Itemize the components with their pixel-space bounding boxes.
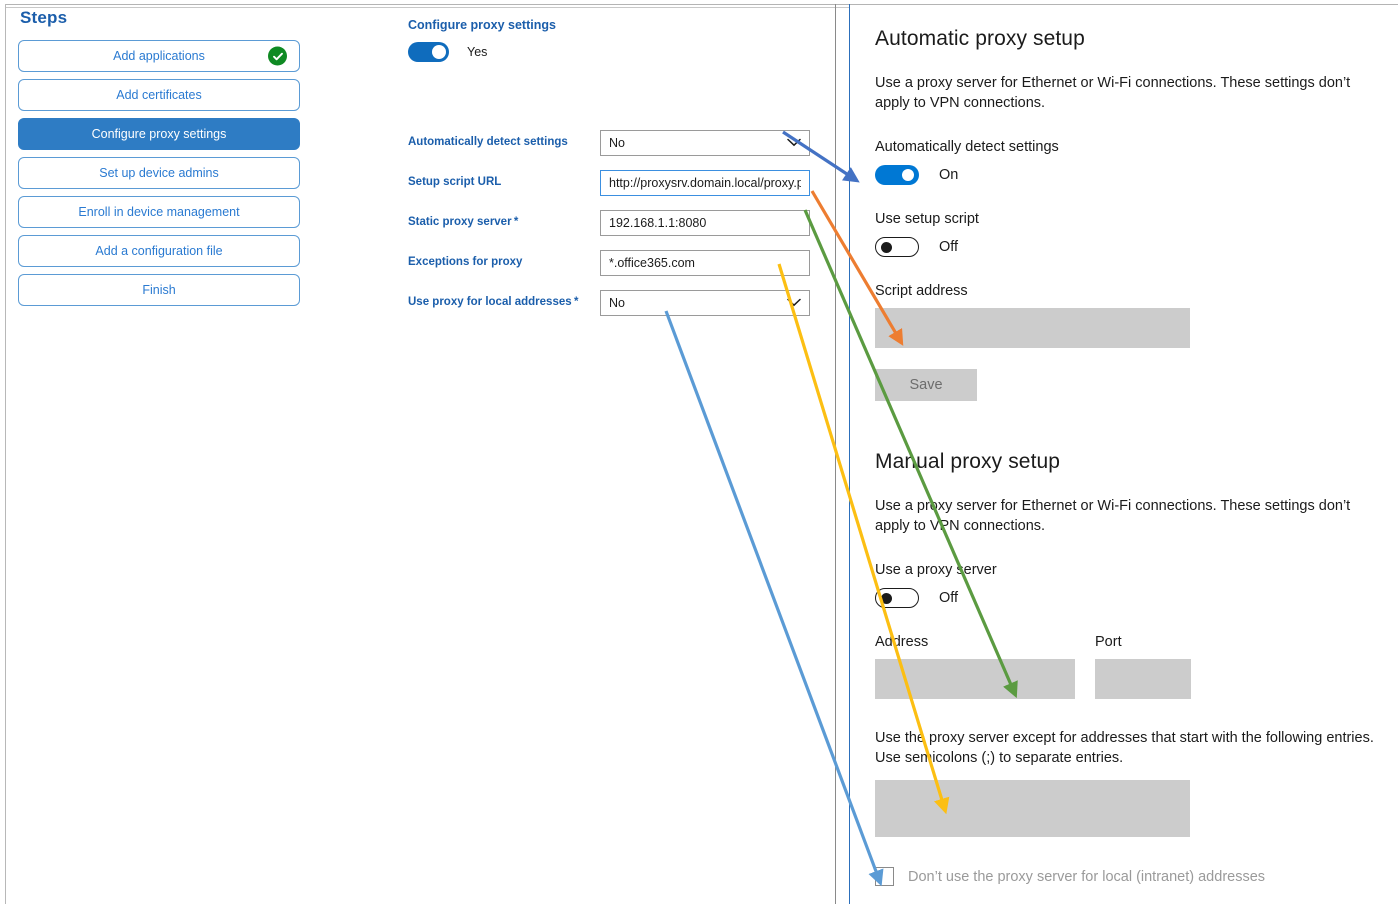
- configure-proxy-toggle[interactable]: [408, 42, 449, 62]
- step-label: Enroll in device management: [78, 205, 240, 219]
- toggle-knob: [881, 593, 892, 604]
- use-a-proxy-server-state: Off: [939, 590, 959, 606]
- windows-settings-content: Automatic proxy setup Use a proxy server…: [875, 5, 1375, 886]
- window-left-divider: [5, 4, 6, 904]
- automatically-detect-settings-state: On: [939, 167, 959, 183]
- step-add-applications[interactable]: Add applications: [18, 40, 300, 72]
- field-label: Use proxy for local addresses *: [408, 296, 600, 310]
- step-enroll-in-device-management[interactable]: Enroll in device management: [18, 196, 300, 228]
- step-label: Configure proxy settings: [91, 127, 227, 141]
- save-button-label: Save: [909, 377, 943, 393]
- field-label-text: Use proxy for local addresses: [408, 296, 572, 309]
- step-label: Set up device admins: [99, 166, 219, 180]
- window-top-divider-secondary: [5, 7, 1398, 8]
- bypass-local-addresses-row[interactable]: Don’t use the proxy server for local (in…: [875, 867, 1375, 886]
- use-proxy-for-local-addresses-select[interactable]: No: [600, 290, 810, 316]
- steps-panel: Steps Add applications Add certificates …: [18, 8, 318, 313]
- input-value: http://proxysrv.domain.local/proxy.pa: [609, 176, 801, 190]
- setup-script-url-input[interactable]: http://proxysrv.domain.local/proxy.pa: [600, 170, 810, 196]
- field-label-text: Automatically detect settings: [408, 136, 568, 149]
- step-label: Add applications: [113, 49, 205, 63]
- field-row-use-proxy-for-local-addresses: Use proxy for local addresses * No: [408, 290, 828, 316]
- toggle-knob: [432, 45, 446, 59]
- automatic-proxy-description: Use a proxy server for Ethernet or Wi-Fi…: [875, 75, 1351, 111]
- port-input[interactable]: [1095, 659, 1191, 699]
- select-value: No: [609, 296, 625, 310]
- use-a-proxy-server-toggle[interactable]: [875, 588, 919, 608]
- panel-divider-grey: [835, 4, 836, 904]
- proxy-form-fields: Automatically detect settings No Setup s…: [408, 130, 828, 330]
- required-marker: *: [571, 296, 579, 309]
- address-input[interactable]: [875, 659, 1075, 699]
- port-label: Port: [1095, 634, 1122, 650]
- select-value: No: [609, 136, 625, 150]
- field-row-exceptions-for-proxy: Exceptions for proxy *.office365.com: [408, 250, 828, 276]
- automatically-detect-settings-select[interactable]: No: [600, 130, 810, 156]
- toggle-knob: [902, 169, 914, 181]
- script-address-input[interactable]: [875, 308, 1190, 348]
- field-label: Automatically detect settings: [408, 136, 600, 150]
- static-proxy-server-input[interactable]: 192.168.1.1:8080: [600, 210, 810, 236]
- toggle-knob: [881, 242, 892, 253]
- use-setup-script-toggle[interactable]: [875, 237, 919, 257]
- arrow-local-addresses-mapping: [664, 310, 884, 887]
- use-a-proxy-server-toggle-row: Off: [875, 588, 1375, 608]
- use-setup-script-state: Off: [939, 239, 959, 255]
- step-label: Finish: [142, 283, 176, 297]
- field-label-text: Exceptions for proxy: [408, 256, 523, 269]
- step-label: Add a configuration file: [95, 244, 223, 258]
- step-set-up-device-admins[interactable]: Set up device admins: [18, 157, 300, 189]
- automatic-proxy-setup-heading: Automatic proxy setup: [875, 27, 1085, 50]
- windows-proxy-settings-panel: Automatic proxy setup Use a proxy server…: [850, 5, 1398, 904]
- manual-proxy-setup-heading: Manual proxy setup: [875, 450, 1061, 473]
- address-port-row: Address Port: [875, 608, 1375, 699]
- exceptions-for-proxy-input[interactable]: *.office365.com: [600, 250, 810, 276]
- field-row-automatically-detect-settings: Automatically detect settings No: [408, 130, 828, 156]
- input-value: *.office365.com: [609, 256, 695, 270]
- field-label: Setup script URL: [408, 176, 600, 190]
- field-label: Exceptions for proxy: [408, 256, 600, 270]
- save-button[interactable]: Save: [875, 369, 977, 401]
- step-add-certificates[interactable]: Add certificates: [18, 79, 300, 111]
- steps-title: Steps: [20, 8, 68, 27]
- step-label: Add certificates: [116, 88, 202, 102]
- automatically-detect-settings-toggle-row: On: [875, 165, 1375, 185]
- script-address-label: Script address: [875, 283, 968, 299]
- address-label: Address: [875, 634, 929, 650]
- address-column: Address: [875, 608, 1075, 699]
- use-setup-script-toggle-row: Off: [875, 237, 1375, 257]
- required-marker: *: [511, 216, 519, 229]
- field-label-text: Static proxy server: [408, 216, 512, 229]
- proxy-form-header: Configure proxy settings Yes: [408, 18, 828, 62]
- chevron-down-icon: [787, 137, 801, 149]
- exceptions-input[interactable]: [875, 780, 1190, 837]
- window-top-divider: [5, 4, 1398, 5]
- exceptions-description: Use the proxy server except for addresse…: [875, 730, 1374, 766]
- field-label-text: Setup script URL: [408, 176, 502, 189]
- chevron-down-icon: [787, 297, 801, 309]
- use-a-proxy-server-label: Use a proxy server: [875, 562, 997, 578]
- configure-proxy-toggle-row: Yes: [408, 42, 828, 62]
- field-label: Static proxy server *: [408, 216, 600, 230]
- port-column: Port: [1095, 608, 1191, 699]
- step-add-a-configuration-file[interactable]: Add a configuration file: [18, 235, 300, 267]
- automatically-detect-settings-label: Automatically detect settings: [875, 139, 1059, 155]
- step-configure-proxy-settings[interactable]: Configure proxy settings: [18, 118, 300, 150]
- form-title: Configure proxy settings: [408, 18, 556, 32]
- use-setup-script-label: Use setup script: [875, 211, 979, 227]
- field-row-setup-script-url: Setup script URL http://proxysrv.domain.…: [408, 170, 828, 196]
- check-circle-icon: [268, 46, 287, 66]
- input-value: 192.168.1.1:8080: [609, 216, 707, 230]
- step-finish[interactable]: Finish: [18, 274, 300, 306]
- bypass-local-addresses-label: Don’t use the proxy server for local (in…: [908, 868, 1266, 885]
- configure-proxy-toggle-value: Yes: [467, 45, 488, 59]
- bypass-local-addresses-checkbox[interactable]: [875, 867, 894, 886]
- manual-proxy-description: Use a proxy server for Ethernet or Wi-Fi…: [875, 498, 1351, 534]
- field-row-static-proxy-server: Static proxy server * 192.168.1.1:8080: [408, 210, 828, 236]
- automatically-detect-settings-toggle[interactable]: [875, 165, 919, 185]
